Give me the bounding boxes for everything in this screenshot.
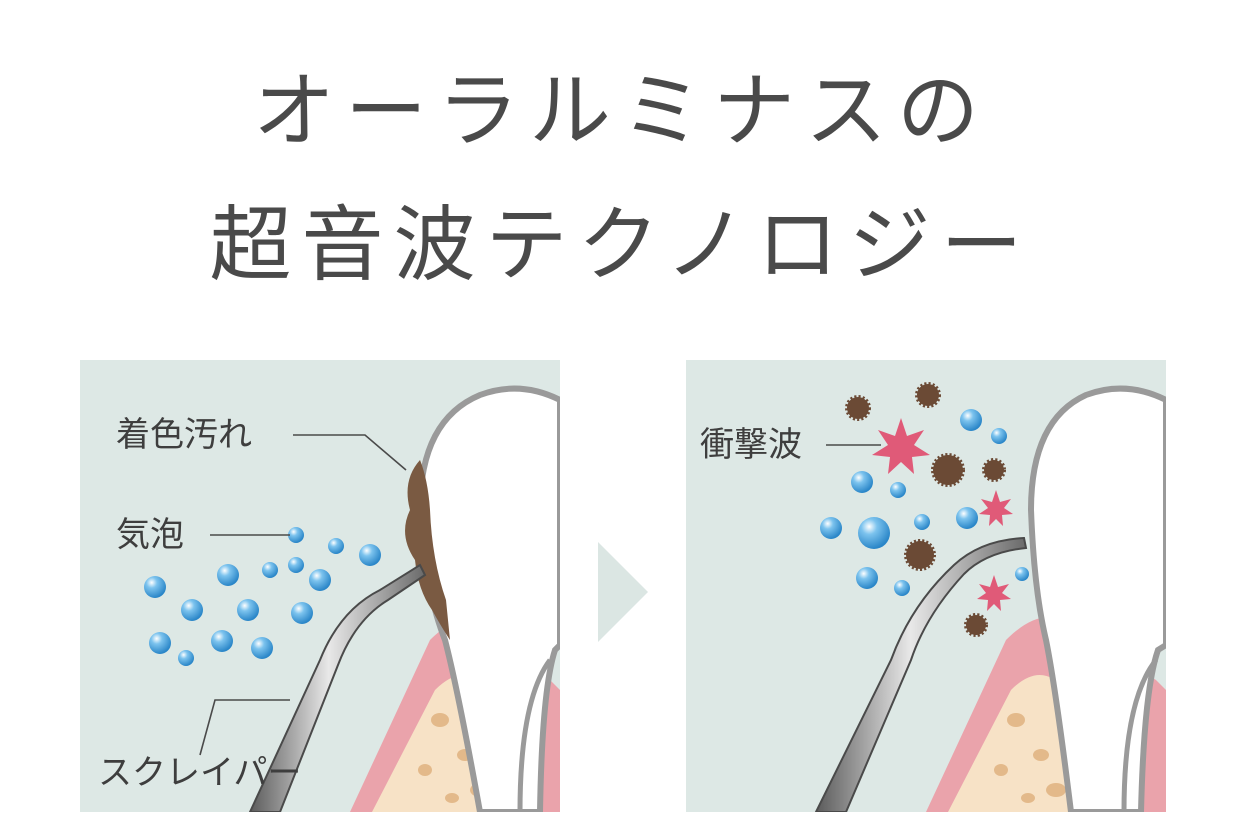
shockwave-stars	[872, 418, 1013, 611]
label-shockwave: 衝撃波	[700, 425, 802, 465]
title-line-1: オーラルミナスの	[252, 64, 989, 159]
stain	[405, 460, 450, 640]
stain-particles	[845, 382, 1006, 637]
before-illustration	[80, 360, 560, 812]
label-stain: 着色汚れ	[116, 415, 252, 455]
bubbles	[144, 527, 381, 666]
title-line-2: 超音波テクノロジー	[209, 198, 1033, 293]
label-scaler: スクレイパー	[98, 753, 302, 793]
bubbles	[820, 409, 1029, 596]
bone-spots	[994, 713, 1066, 803]
tooth-inner-line	[517, 658, 553, 812]
after-panel: 衝撃波	[686, 360, 1166, 812]
after-illustration	[686, 360, 1166, 812]
tooth-inner-line	[1121, 658, 1158, 812]
before-panel: 着色汚れ 気泡 スクレイパー	[80, 360, 560, 812]
label-bubbles: 気泡	[116, 515, 184, 555]
scaler-tip	[814, 536, 1028, 812]
scaler-tip	[248, 563, 427, 812]
leader-lines	[199, 434, 407, 756]
next-arrow-icon	[598, 542, 648, 642]
